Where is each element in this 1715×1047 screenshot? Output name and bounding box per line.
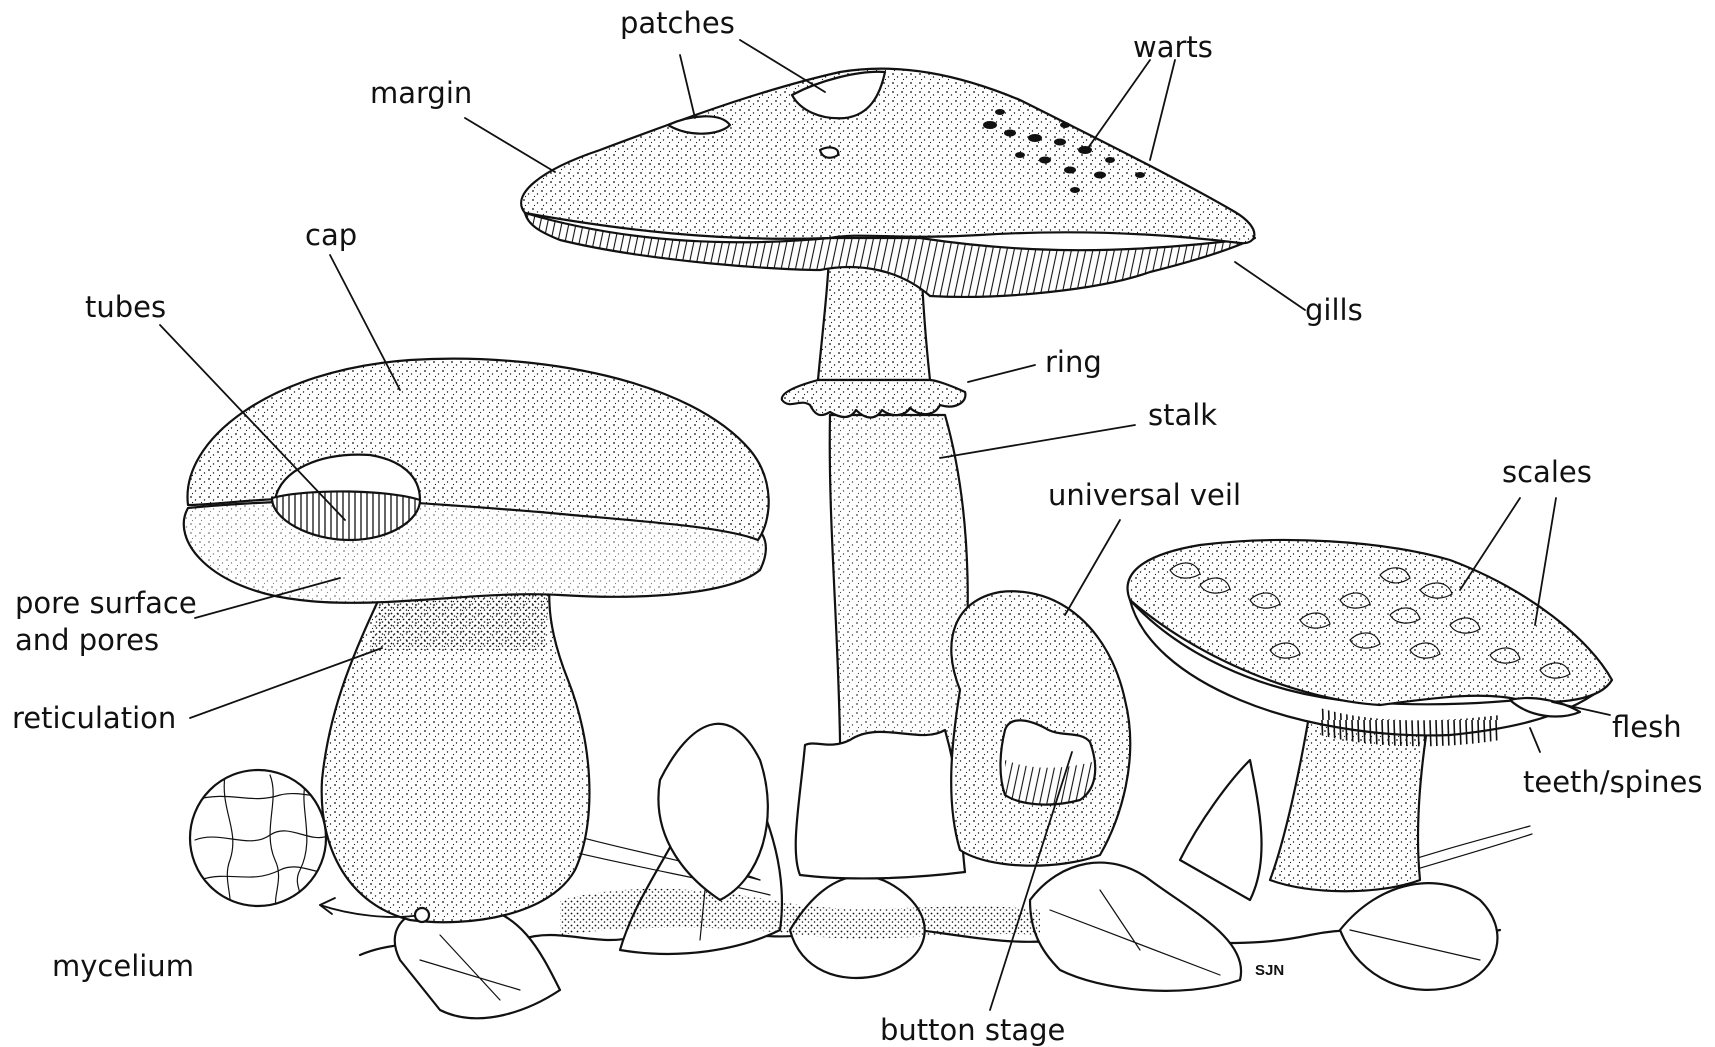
label-tubes: tubes [85, 290, 166, 324]
label-pore-surface-line1: pore surface [15, 586, 197, 620]
leader-ring [968, 365, 1035, 382]
label-mycelium: mycelium [52, 949, 194, 983]
leader-gills [1235, 262, 1305, 310]
leader-warts-1 [1088, 60, 1150, 148]
leader-stalk [940, 425, 1135, 458]
label-warts: warts [1133, 30, 1213, 64]
leader-scales-2 [1535, 498, 1556, 625]
leader-margin [465, 118, 555, 172]
label-pore-surface-line2: and pores [15, 623, 159, 657]
artist-signature: SJN [1255, 962, 1284, 979]
leader-warts-2 [1150, 60, 1175, 160]
label-gills: gills [1305, 293, 1363, 327]
label-stalk: stalk [1148, 398, 1217, 432]
label-teeth-spines: teeth/spines [1523, 765, 1702, 799]
leader-universal-veil [1065, 520, 1120, 615]
label-reticulation: reticulation [12, 701, 176, 735]
label-ring: ring [1045, 345, 1102, 379]
label-button-stage: button stage [880, 1013, 1065, 1047]
leader-patches-2 [740, 40, 825, 92]
label-scales: scales [1502, 455, 1592, 489]
label-flesh: flesh [1612, 710, 1682, 744]
button-stage-mushroom [951, 591, 1130, 865]
label-margin: margin [370, 76, 472, 110]
leader-teeth-spines [1530, 728, 1540, 752]
label-universal-veil: universal veil [1048, 478, 1241, 512]
label-cap: cap [305, 218, 357, 252]
label-patches: patches [620, 6, 735, 40]
leader-patches-1 [680, 55, 695, 118]
